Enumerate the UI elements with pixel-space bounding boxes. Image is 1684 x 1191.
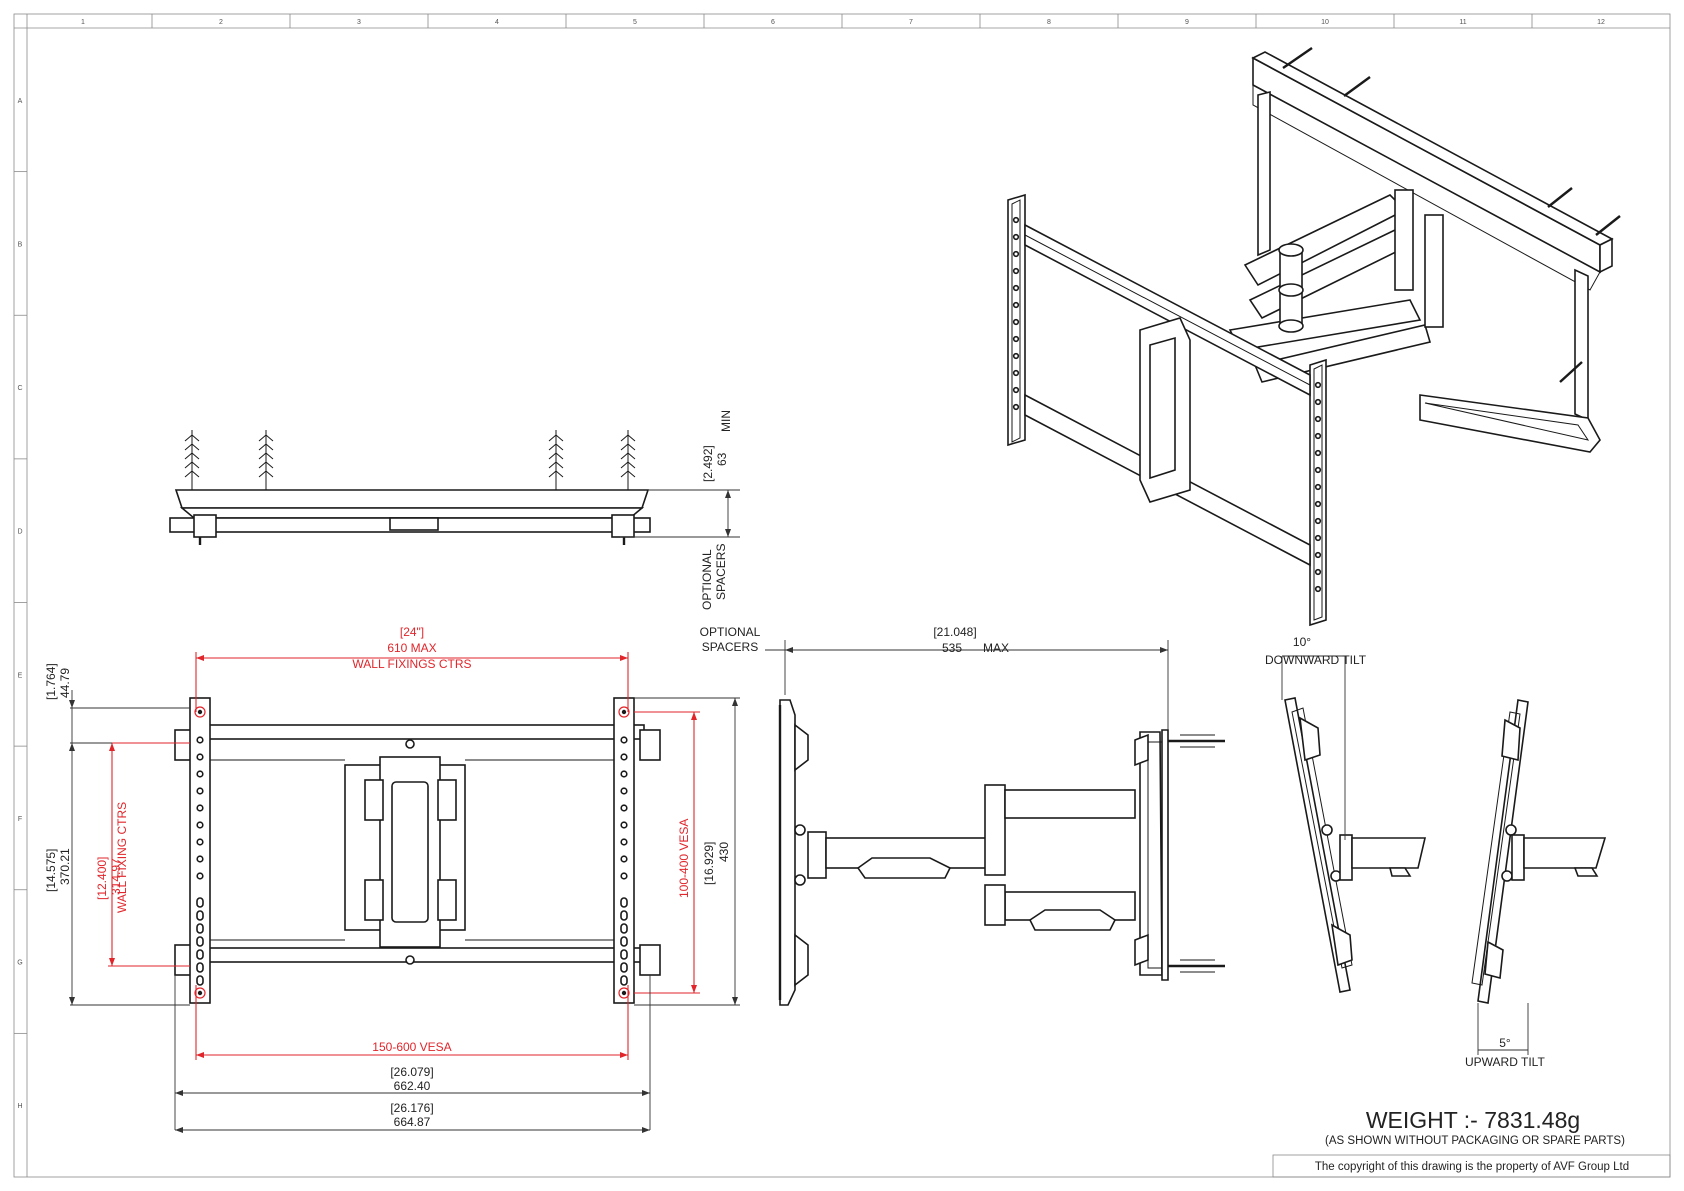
min-depth-suffix: MIN	[719, 410, 733, 432]
isometric-view	[1007, 47, 1621, 627]
grid-column-label: 10	[1321, 19, 1329, 26]
downward-tilt-label: DOWNWARD TILT	[1265, 653, 1367, 667]
wall-anchor-icon	[184, 430, 636, 490]
grid-row-label: A	[18, 98, 23, 105]
grid-column-label: 12	[1597, 19, 1605, 26]
upward-tilt-view: 5° UPWARD TILT	[1465, 699, 1607, 1069]
vesa-horizontal-label: 150-600 VESA	[372, 1040, 451, 1054]
wall-fixings-label: WALL FIXINGS CTRS	[352, 657, 471, 671]
grid-column-label: 1	[81, 19, 85, 26]
extension-side-view: [21.048] 535 MAX OPTIONAL SPACERS	[700, 625, 1225, 1006]
optional-spacers-label: SPACERS	[702, 640, 758, 654]
grid-row-label: F	[18, 816, 22, 823]
grid-column-label: 8	[1047, 19, 1051, 26]
overall-height-imperial: [14.575]	[44, 849, 58, 892]
title-block: WEIGHT :- 7831.48g (AS SHOWN WITHOUT PAC…	[1272, 1107, 1671, 1178]
copyright-notice: The copyright of this drawing is the pro…	[1315, 1161, 1629, 1173]
grid-row-label: D	[17, 529, 22, 536]
downward-tilt-angle: 10°	[1293, 635, 1311, 649]
extension-depth-suffix: MAX	[983, 641, 1009, 655]
overall-width-imperial: [26.176]	[390, 1101, 433, 1115]
top-view: [2.492] 63 MIN OPTIONAL SPACERS	[169, 410, 740, 610]
grid-column-label: 9	[1185, 19, 1189, 26]
grid-column-label: 2	[219, 19, 223, 26]
grid-column-label: 4	[495, 19, 499, 26]
grid-column-label: 3	[357, 19, 361, 26]
grid-column-label: 5	[633, 19, 637, 26]
vesa-vertical-label: 100-400 VESA	[677, 819, 691, 898]
grid-row-label: E	[18, 672, 23, 679]
front-view: [24"] 610 MAX WALL FIXINGS CTRS [12.400]…	[44, 625, 740, 1133]
wall-fixings-imperial: [24"]	[400, 625, 424, 639]
wall-fixing-v-label: WALL FIXING CTRS	[115, 802, 129, 913]
wall-anchor-icon	[1168, 734, 1225, 973]
extension-depth-metric: 535	[942, 641, 962, 655]
wall-fixing-v-imperial: [12.400]	[95, 857, 109, 900]
upward-tilt-label: UPWARD TILT	[1465, 1055, 1545, 1069]
weight-note: (AS SHOWN WITHOUT PACKAGING OR SPARE PAR…	[1325, 1135, 1625, 1147]
grid-row-label: G	[17, 960, 22, 967]
downward-tilt-view: 10° DOWNWARD TILT	[1265, 635, 1427, 993]
weight-label: WEIGHT :- 7831.48g	[1366, 1107, 1580, 1133]
top-offset-imperial: [1.764]	[44, 663, 58, 700]
grid-row-label: H	[17, 1103, 22, 1110]
row-labels: A B C D E F G H	[17, 98, 22, 1110]
height-imperial: [16.929]	[702, 842, 716, 885]
wall-anchor-icon	[1282, 47, 1621, 383]
min-depth-imperial: [2.492]	[701, 445, 715, 482]
min-depth-metric: 63	[715, 452, 729, 466]
drawing-border	[13, 13, 1671, 1178]
width-imperial: [26.079]	[390, 1065, 433, 1079]
width-metric: 662.40	[394, 1079, 431, 1093]
grid-column-label: 11	[1459, 19, 1466, 26]
optional-spacers-label: SPACERS	[714, 544, 728, 600]
height-metric: 430	[717, 842, 731, 862]
wall-fixings-metric: 610 MAX	[387, 641, 436, 655]
top-offset-metric: 44.79	[58, 668, 72, 698]
overall-height-metric: 370.21	[58, 848, 72, 885]
optional-spacers-label: OPTIONAL	[700, 625, 761, 639]
wall-fixing-v-metric: 314.97	[109, 858, 123, 895]
overall-width-metric: 664.87	[394, 1115, 431, 1129]
grid-column-label: 6	[771, 19, 775, 26]
grid-row-label: B	[18, 241, 23, 248]
upward-tilt-angle: 5°	[1499, 1036, 1511, 1050]
grid-column-label: 7	[909, 19, 913, 26]
extension-depth-imperial: [21.048]	[933, 625, 976, 639]
grid-row-label: C	[17, 385, 22, 392]
optional-spacers-label: OPTIONAL	[700, 549, 714, 610]
